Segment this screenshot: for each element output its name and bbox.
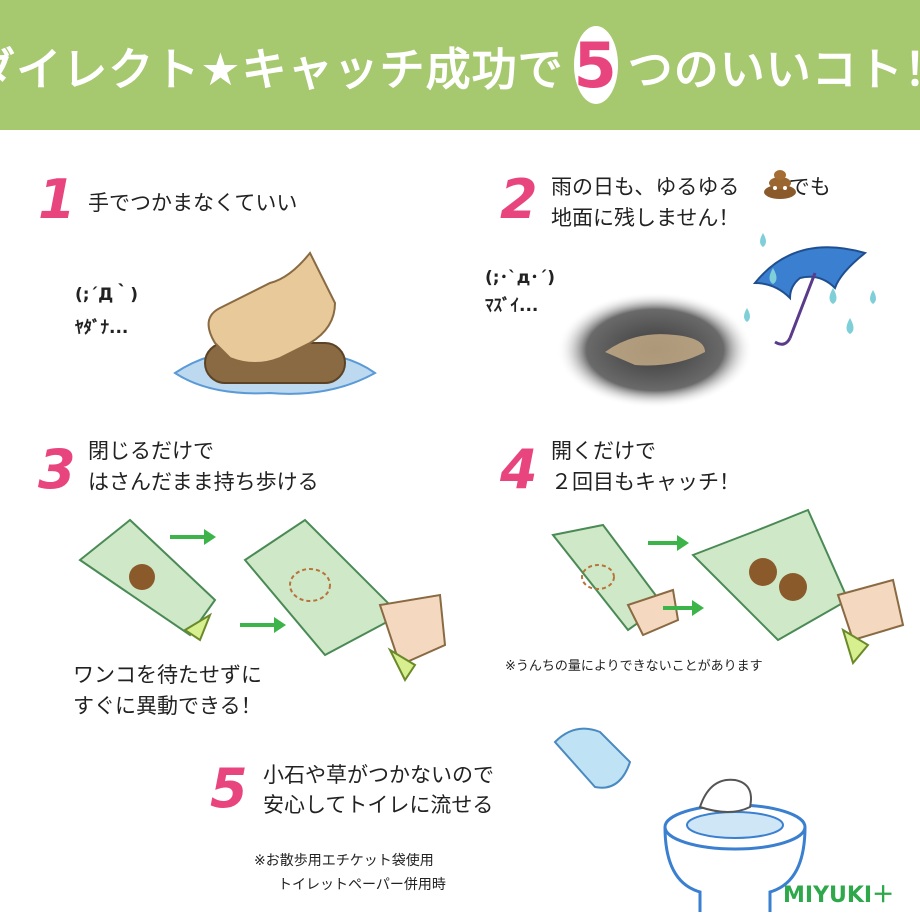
banner-text-before: ダイレクト★キャッチ成功で bbox=[0, 42, 564, 96]
banner-title: ダイレクト★キャッチ成功で 5 つのいいコト！ bbox=[0, 0, 920, 130]
ground-stain-illustration bbox=[557, 292, 753, 408]
item-3-text-line2: はさんだまま持ち歩ける bbox=[88, 470, 319, 494]
item-3-text-line1: 閉じるだけで bbox=[88, 439, 214, 463]
item-1-kaomoji-line1: (;´Д｀) bbox=[75, 285, 138, 305]
item-2-kaomoji-line2: ﾏｽﾞｲ... bbox=[485, 296, 539, 316]
bag-reopen-illustration bbox=[551, 508, 905, 666]
item-1-kaomoji-line2: ﾔﾀﾞﾅ... bbox=[75, 318, 129, 338]
item-5-note-line2: トイレットペーパー併用時 bbox=[278, 877, 446, 893]
item-2-number: 2 bbox=[500, 168, 538, 231]
item-4-text-line2: ２回目もキャッチ！ bbox=[551, 470, 740, 494]
toilet-flush-illustration bbox=[553, 727, 807, 912]
item-3-sub-line2: すぐに異動できる！ bbox=[73, 694, 262, 718]
header-banner bbox=[0, 0, 920, 130]
banner-text-after: つのいいコト！ bbox=[627, 42, 920, 96]
item-3-sub-line1: ワンコを待たせずに bbox=[73, 663, 262, 687]
item-5-text-line2: 安心してトイレに流せる bbox=[263, 793, 494, 817]
item-2-text-line2: 地面に残しません！ bbox=[551, 206, 740, 230]
item-2-text-line1: 雨の日も、ゆるゆる でも bbox=[551, 172, 831, 202]
item-5-note-line1: ※お散歩用エチケット袋使用 bbox=[254, 853, 434, 869]
item-4-number: 4 bbox=[500, 438, 538, 501]
umbrella-rain-icon bbox=[744, 233, 876, 346]
item-1-text: 手でつかまなくていい bbox=[88, 191, 298, 215]
item-2-text-a: 雨の日も、ゆるゆる bbox=[551, 175, 740, 199]
item-5-number: 5 bbox=[210, 757, 248, 820]
bag-closing-illustration bbox=[78, 518, 447, 682]
item-1-number: 1 bbox=[38, 168, 76, 231]
item-4-note: ※うんちの量によりできないことがあります bbox=[505, 659, 763, 674]
item-4-text-line1: 開くだけで bbox=[551, 439, 656, 463]
banner-number: 5 bbox=[573, 26, 618, 104]
item-2-kaomoji-line1: (;･`д･´) bbox=[485, 268, 556, 288]
hand-picking-poop-illustration bbox=[173, 251, 377, 395]
item-5-text-line1: 小石や草がつかないので bbox=[263, 763, 494, 787]
item-2-text-b: でも bbox=[788, 175, 831, 199]
item-3-number: 3 bbox=[38, 438, 76, 501]
poop-icon-small bbox=[764, 170, 796, 199]
brand-logo-text: MIYUKI＋ bbox=[783, 883, 895, 908]
